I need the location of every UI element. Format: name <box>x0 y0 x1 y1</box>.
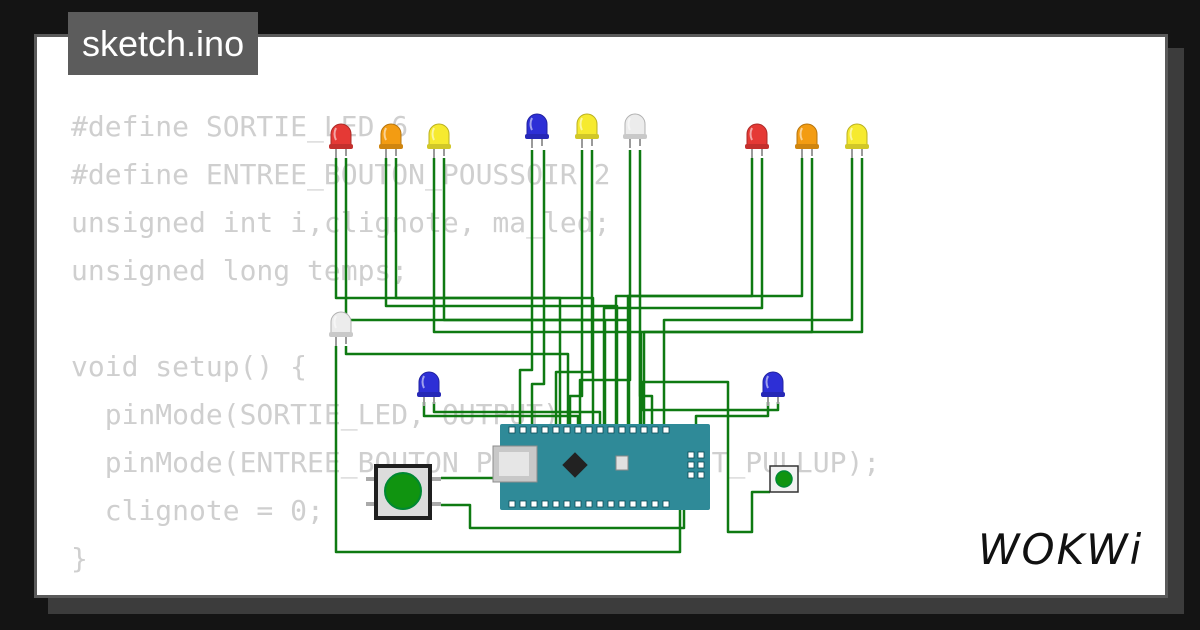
led-group <box>329 113 869 406</box>
pin-top[interactable] <box>596 426 604 434</box>
big-pushbutton[interactable] <box>366 464 441 520</box>
wire <box>518 150 534 428</box>
pin-bottom[interactable] <box>618 500 626 508</box>
wire <box>662 158 854 428</box>
code-line: clignote = 0; <box>71 494 324 527</box>
arduino-nano-board[interactable] <box>492 424 710 510</box>
led-blue-extra-2[interactable] <box>417 371 441 406</box>
wire <box>640 380 780 534</box>
pin-top[interactable] <box>585 426 593 434</box>
pushbutton-cap[interactable] <box>384 472 422 510</box>
pin-bottom[interactable] <box>541 500 549 508</box>
wires <box>334 150 864 554</box>
pin-bottom[interactable] <box>629 500 637 508</box>
wire <box>442 158 631 428</box>
pin-top[interactable] <box>574 426 582 434</box>
small-pushbutton[interactable] <box>769 465 799 493</box>
wire <box>441 503 686 530</box>
code-line: #define ENTREE_BOUTON_POUSSOIR 2 <box>71 158 611 191</box>
led-orange-2[interactable] <box>379 123 403 158</box>
pin-bottom[interactable] <box>552 500 560 508</box>
board-body <box>500 424 710 510</box>
wire <box>642 158 864 428</box>
code-line: void setup() { <box>71 350 308 383</box>
small-pushbutton-cap[interactable] <box>775 470 793 488</box>
wire <box>626 158 804 428</box>
pin-top[interactable] <box>651 426 659 434</box>
led-yellow-9[interactable] <box>845 123 869 158</box>
led-red-1[interactable] <box>329 123 353 158</box>
pin-top[interactable] <box>552 426 560 434</box>
led-white-6[interactable] <box>623 113 647 148</box>
pin-top[interactable] <box>508 426 516 434</box>
wire <box>602 158 764 428</box>
wokwi-logo: WOKWi <box>978 525 1144 574</box>
file-title-tab: sketch.ino <box>68 12 259 75</box>
wire <box>638 158 814 428</box>
pin-bottom[interactable] <box>519 500 527 508</box>
led-blue-4[interactable] <box>525 113 549 148</box>
wire <box>614 158 754 428</box>
wire <box>530 150 546 428</box>
reset-button[interactable] <box>615 455 629 471</box>
led-white-extra-1[interactable] <box>329 311 353 346</box>
pin-bottom[interactable] <box>563 500 571 508</box>
pin-bottom[interactable] <box>640 500 648 508</box>
wire <box>554 150 594 428</box>
wire <box>422 402 580 428</box>
wire <box>344 346 570 428</box>
pin-header-top <box>508 426 670 434</box>
pin-top[interactable] <box>618 426 626 434</box>
pin-top[interactable] <box>662 426 670 434</box>
wire <box>638 150 654 428</box>
wire <box>334 158 595 428</box>
pin-top[interactable] <box>563 426 571 434</box>
pin-top[interactable] <box>607 426 615 434</box>
pin-header-bottom <box>508 500 670 508</box>
microcontroller-chip <box>562 452 588 478</box>
led-yellow-5[interactable] <box>575 113 599 148</box>
pin-bottom[interactable] <box>607 500 615 508</box>
led-orange-8[interactable] <box>795 123 819 158</box>
pin-bottom[interactable] <box>585 500 593 508</box>
pin-bottom[interactable] <box>596 500 604 508</box>
icsp-header <box>687 451 705 479</box>
code-line: } <box>71 542 88 575</box>
pin-top[interactable] <box>530 426 538 434</box>
wire <box>432 402 602 428</box>
pin-bottom[interactable] <box>508 500 516 508</box>
pin-bottom[interactable] <box>651 500 659 508</box>
code-line: unsigned long temps; <box>71 254 409 287</box>
led-yellow-3[interactable] <box>427 123 451 158</box>
pin-bottom[interactable] <box>662 500 670 508</box>
wire <box>432 158 643 428</box>
led-blue-extra-3[interactable] <box>761 371 785 406</box>
pin-top[interactable] <box>629 426 637 434</box>
pin-bottom[interactable] <box>574 500 582 508</box>
pin-bottom[interactable] <box>530 500 538 508</box>
led-red-7[interactable] <box>745 123 769 158</box>
pin-top[interactable] <box>541 426 549 434</box>
code-line: unsigned int i,clignote, ma_led; <box>71 206 611 239</box>
pin-top[interactable] <box>519 426 527 434</box>
wire <box>394 158 562 428</box>
pin-top[interactable] <box>640 426 648 434</box>
